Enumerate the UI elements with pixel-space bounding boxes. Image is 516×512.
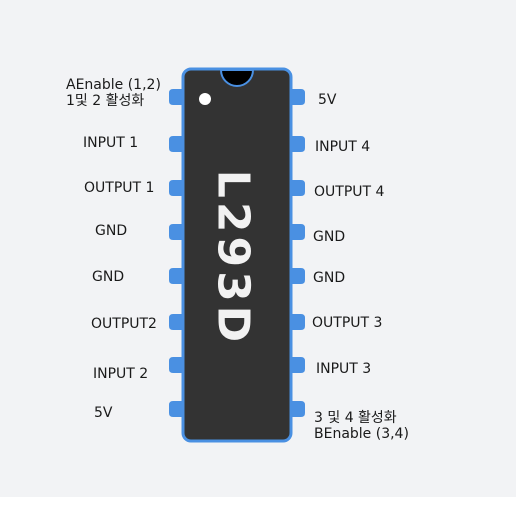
left-pin-4-stub xyxy=(179,229,183,235)
pin-label-left-1: AEnable (1,2) 1및 2 활성화 xyxy=(66,77,161,109)
pin-label-right-15: INPUT 4 xyxy=(315,139,371,155)
right-pin-14-stub xyxy=(291,185,295,191)
pin-label-right-9-line2: BEnable (3,4) xyxy=(314,426,409,442)
pin-label-right-9-line1: 3 및 4 활성화 xyxy=(314,410,397,426)
pin1-marker-dot xyxy=(199,93,211,105)
pin-label-left-8: 5V xyxy=(94,405,113,421)
left-pin-2-stub xyxy=(179,141,183,147)
right-pin-12 xyxy=(291,268,305,284)
right-pin-16-stub xyxy=(291,94,295,100)
pin-label-left-5: GND xyxy=(92,269,125,285)
left-pin-6 xyxy=(169,314,183,330)
pin-label-right-14: OUTPUT 4 xyxy=(314,184,385,200)
right-pin-14 xyxy=(291,180,305,196)
right-pin-13 xyxy=(291,224,305,240)
left-pin-8-stub xyxy=(179,406,183,412)
left-pin-7-stub xyxy=(179,362,183,368)
pin-label-left-1-line2: 1및 2 활성화 xyxy=(66,93,145,109)
chip-name: L293D xyxy=(207,169,259,347)
left-pins xyxy=(169,89,183,417)
left-pin-3 xyxy=(169,180,183,196)
left-pin-8 xyxy=(169,401,183,417)
left-pin-5 xyxy=(169,268,183,284)
right-pins xyxy=(291,89,305,417)
pin-label-right-16: 5V xyxy=(318,92,337,108)
left-pin-7 xyxy=(169,357,183,373)
pin-label-right-13: GND xyxy=(313,229,346,245)
left-pin-2 xyxy=(169,136,183,152)
left-pin-5-stub xyxy=(179,273,183,279)
pin-label-left-1-line1: AEnable (1,2) xyxy=(66,77,161,93)
chip-notch xyxy=(219,69,255,87)
right-pin-11 xyxy=(291,314,305,330)
pin-label-right-11: OUTPUT 3 xyxy=(312,315,383,331)
left-pin-4 xyxy=(169,224,183,240)
left-pin-6-stub xyxy=(179,319,183,325)
right-pin-10 xyxy=(291,357,305,373)
right-pin-11-stub xyxy=(291,319,295,325)
right-pin-9-stub xyxy=(291,406,295,412)
pin-label-left-4: GND xyxy=(95,223,128,239)
right-pin-15-stub xyxy=(291,141,295,147)
pin-label-left-2: INPUT 1 xyxy=(83,135,139,151)
right-pin-13-stub xyxy=(291,229,295,235)
left-pin-3-stub xyxy=(179,185,183,191)
pin-label-left-6: OUTPUT2 xyxy=(91,316,157,332)
right-pin-12-stub xyxy=(291,273,295,279)
pin-label-right-9: 3 및 4 활성화 BEnable (3,4) xyxy=(314,410,409,442)
right-pin-9 xyxy=(291,401,305,417)
right-pin-15 xyxy=(291,136,305,152)
pin-label-left-3: OUTPUT 1 xyxy=(84,180,155,196)
left-pin-1 xyxy=(169,89,183,105)
left-pin-1-stub xyxy=(179,94,183,100)
right-pin-10-stub xyxy=(291,362,295,368)
right-pin-16 xyxy=(291,89,305,105)
pin-label-right-12: GND xyxy=(313,270,346,286)
pin-label-left-7: INPUT 2 xyxy=(93,366,149,382)
pin-label-right-10: INPUT 3 xyxy=(316,361,372,377)
